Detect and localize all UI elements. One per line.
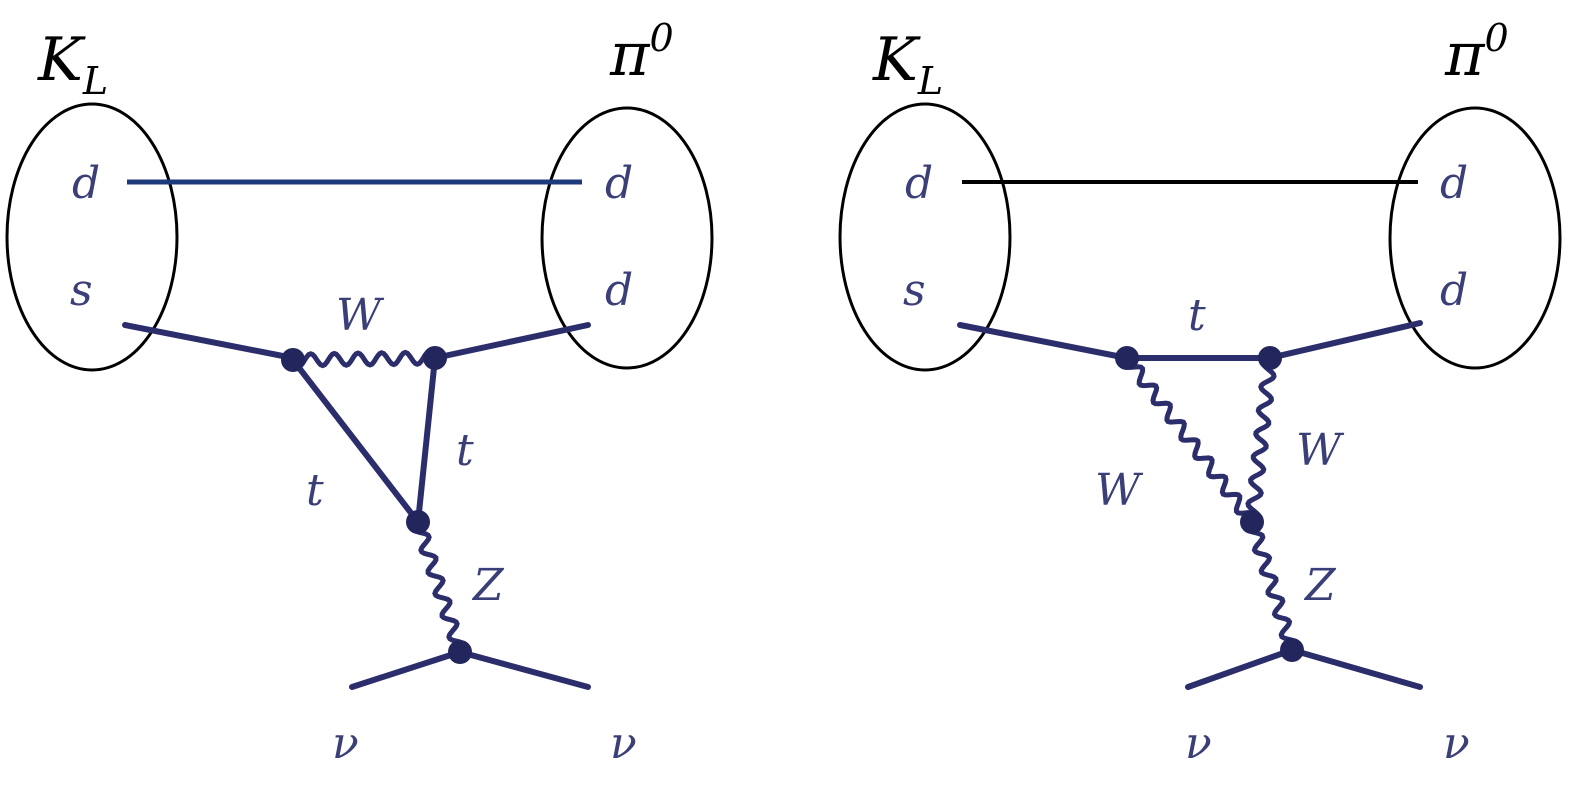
z-boson-label: Z: [1303, 560, 1337, 611]
neutrino-line-right: [457, 649, 591, 690]
diagram-top-loop-t: KL π0 d s d d t W W Z ν ν: [838, 16, 1562, 769]
neutrino-line-right: [1289, 647, 1423, 690]
quark-label-d-final: d: [605, 158, 633, 209]
z-boson-line: [1245, 519, 1299, 653]
neutrino-line-left: [349, 649, 463, 690]
z-boson-label: Z: [471, 560, 505, 611]
loop-label-top: W: [336, 290, 385, 341]
top-quark-line-left: [290, 357, 421, 525]
vertex: [423, 346, 447, 370]
final-meson-label: π0: [609, 16, 674, 90]
vertex: [1280, 638, 1304, 662]
neutrino-label-right: ν: [1443, 718, 1470, 769]
z-boson-line: [411, 519, 467, 655]
s-quark-line: [122, 322, 296, 361]
vertex: [1240, 510, 1264, 534]
quark-label-d: d: [72, 158, 100, 209]
s-quark-line: [957, 322, 1130, 361]
loop-label-left: t: [306, 465, 324, 516]
diagram-top-loop-w: KL π0 d s d d W t t Z ν ν: [5, 16, 714, 769]
final-meson-ellipse: [1388, 106, 1562, 370]
w-boson-line-left: [1122, 355, 1257, 525]
top-quark-line-right: [415, 355, 438, 525]
initial-meson-ellipse: [5, 102, 179, 372]
vertex: [406, 510, 430, 534]
loop-label-right: t: [456, 425, 474, 476]
neutrino-line-left: [1185, 647, 1295, 690]
vertex: [1115, 346, 1139, 370]
w-boson-line: [290, 349, 438, 369]
loop-label-left: W: [1095, 465, 1144, 516]
loop-label-top: t: [1188, 290, 1206, 341]
quark-label-d: d: [905, 158, 933, 209]
d-quark-line: [1267, 320, 1423, 361]
quark-label-d-final-2: d: [605, 265, 633, 316]
initial-meson-label: KL: [37, 25, 108, 103]
neutrino-label-left: ν: [1185, 718, 1212, 769]
final-meson-ellipse: [540, 106, 714, 370]
vertex: [448, 640, 472, 664]
quark-label-d-final: d: [1440, 158, 1468, 209]
d-quark-line: [432, 322, 591, 361]
initial-meson-label: KL: [872, 25, 943, 103]
neutrino-label-right: ν: [610, 718, 637, 769]
final-meson-label: π0: [1444, 16, 1509, 90]
quark-label-s: s: [903, 265, 926, 316]
loop-label-right: W: [1296, 425, 1345, 476]
quark-label-s: s: [70, 265, 93, 316]
w-boson-line-right: [1245, 355, 1277, 525]
initial-meson-ellipse: [838, 102, 1012, 372]
quark-label-d-final-2: d: [1440, 265, 1468, 316]
vertex: [281, 348, 305, 372]
vertex: [1258, 346, 1282, 370]
neutrino-label-left: ν: [332, 718, 359, 769]
